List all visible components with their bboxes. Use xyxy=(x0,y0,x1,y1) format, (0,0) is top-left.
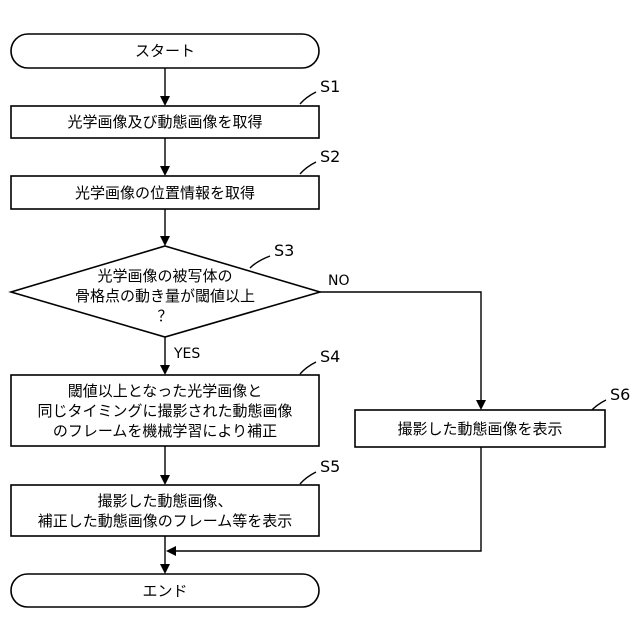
arrow-head xyxy=(160,564,170,574)
branch-no-label: NO xyxy=(328,273,350,289)
process-s6: 撮影した動態画像を表示 S6 xyxy=(355,385,630,447)
decision-s3-line-2: 骨格点の動き量が閾値以上 xyxy=(75,287,255,305)
process-s4-line-3: のフレームを機械学習により補正 xyxy=(53,422,277,440)
end-label: エンド xyxy=(142,582,187,600)
step-id-s4: S4 xyxy=(320,347,340,366)
connector-s3-s6 xyxy=(320,292,481,404)
arrow-head xyxy=(160,166,170,176)
arrow-head xyxy=(160,96,170,106)
process-s4-line-2: 同じタイミングに撮影された動態画像 xyxy=(37,402,292,420)
process-s5-line-1: 撮影した動態画像、 xyxy=(97,492,232,510)
leader-s1 xyxy=(300,92,316,104)
decision-s3-line-1: 光学画像の被写体の xyxy=(97,267,232,285)
leader-s4 xyxy=(300,362,316,374)
process-s2-text: 光学画像の位置情報を取得 xyxy=(75,184,255,202)
step-id-s5: S5 xyxy=(320,457,340,476)
process-s1: 光学画像及び動態画像を取得 S1 xyxy=(11,77,340,138)
process-s5-line-2: 補正した動態画像のフレーム等を表示 xyxy=(38,512,293,530)
step-id-s2: S2 xyxy=(320,147,340,166)
process-s4-line-1: 閾値以上となった光学画像と xyxy=(68,382,263,400)
step-id-s6: S6 xyxy=(610,385,630,404)
decision-s3: 光学画像の被写体の 骨格点の動き量が閾値以上 ？ S3 YES NO xyxy=(11,241,350,362)
process-s5: 撮影した動態画像、 補正した動態画像のフレーム等を表示 S5 xyxy=(11,457,340,536)
process-s2: 光学画像の位置情報を取得 S2 xyxy=(11,147,340,209)
leader-s5 xyxy=(300,472,316,484)
decision-s3-line-3: ？ xyxy=(157,307,172,325)
arrow-head xyxy=(476,400,486,410)
process-s6-text: 撮影した動態画像を表示 xyxy=(397,420,562,438)
arrow-head xyxy=(160,475,170,485)
start-label: スタート xyxy=(135,42,195,60)
start-terminator: スタート xyxy=(11,34,319,68)
arrow-head xyxy=(160,365,170,375)
arrow-head xyxy=(166,546,176,556)
leader-s2 xyxy=(300,162,316,174)
arrow-head xyxy=(160,236,170,246)
leader-s3 xyxy=(250,256,270,268)
step-id-s3: S3 xyxy=(274,241,294,260)
branch-yes-label: YES xyxy=(173,346,200,362)
process-s1-text: 光学画像及び動態画像を取得 xyxy=(67,113,262,131)
end-terminator: エンド xyxy=(11,574,319,607)
step-id-s1: S1 xyxy=(320,77,340,96)
